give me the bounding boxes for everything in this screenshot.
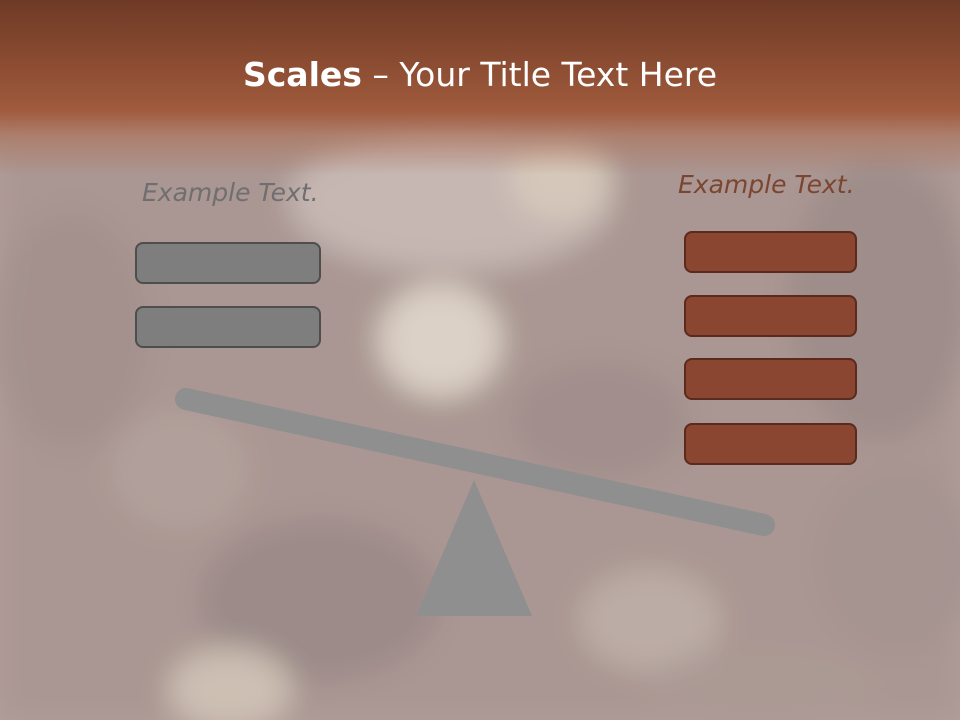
title-rest: – Your Title Text Here [361,55,718,94]
title-strong: Scales [242,55,362,94]
left-box-2 [135,306,321,348]
right-box-4 [684,423,857,465]
fulcrum-triangle [416,480,532,616]
right-box-2 [684,295,857,337]
right-label: Example Text. [678,170,855,199]
left-label: Example Text. [142,178,319,207]
right-box-3 [684,358,857,400]
left-box-1 [135,242,321,284]
slide-title: Scales – Your Title Text Here [0,54,960,96]
tilted-beam [175,388,775,536]
title-band [0,0,960,175]
right-box-1 [684,231,857,273]
